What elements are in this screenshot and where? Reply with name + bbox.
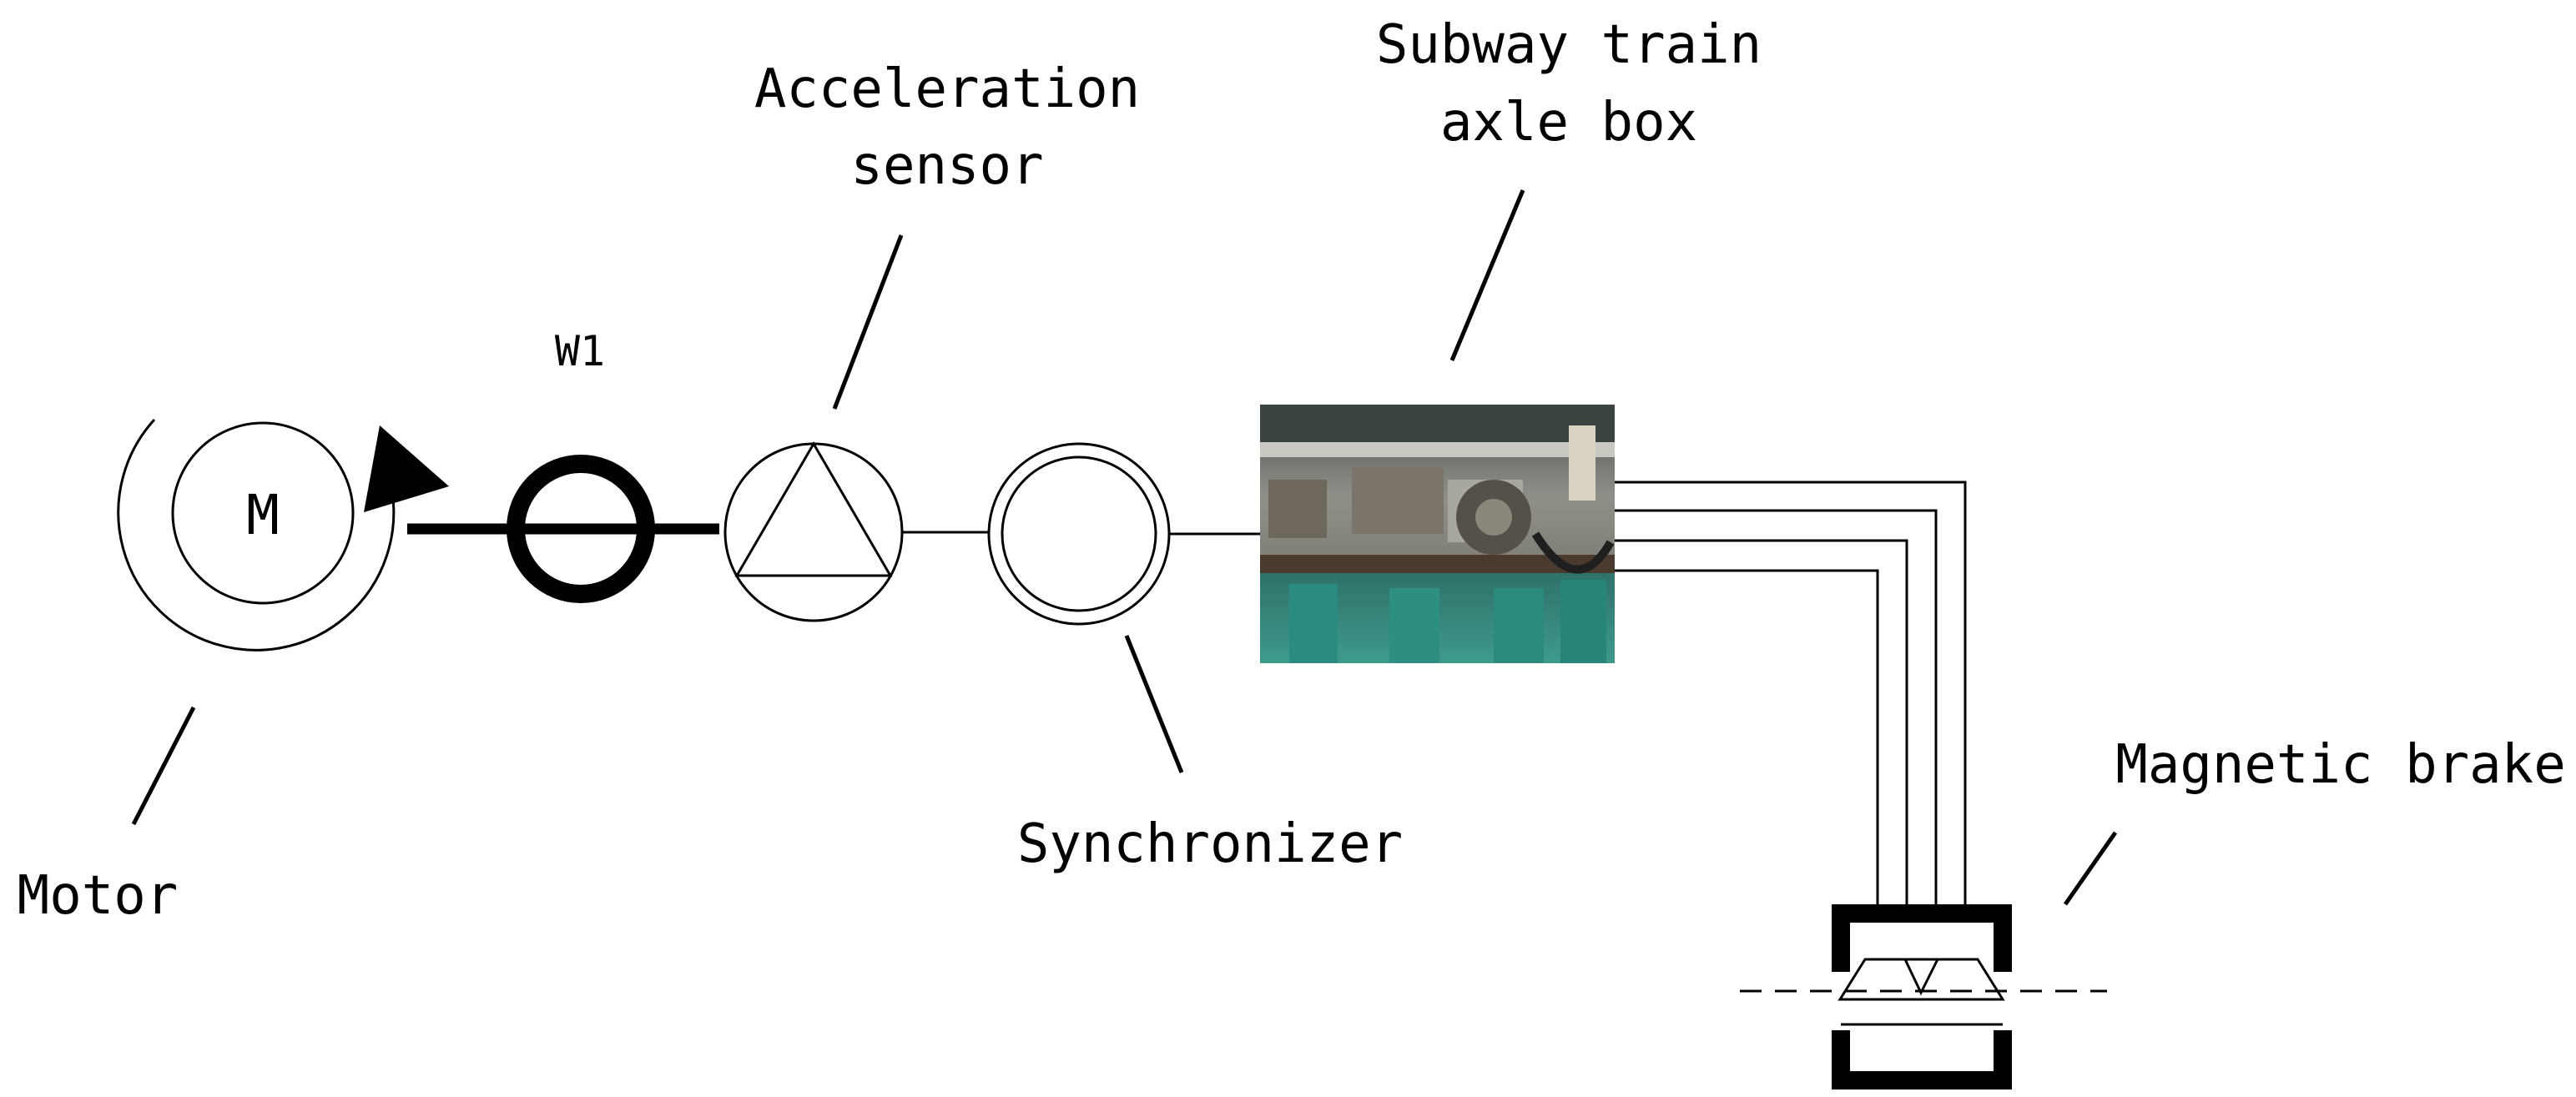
coupling-label: W1 (555, 327, 605, 375)
motor-label: Motor (18, 865, 179, 927)
synchronizer-label: Synchronizer (1017, 813, 1403, 875)
brake-upper-jaw (1832, 904, 2012, 972)
synchronizer-label-leader (1124, 635, 1184, 773)
magnetic-brake (1740, 904, 2107, 1089)
motor: M (117, 418, 449, 652)
sensor-label-line1: Acceleration (754, 58, 1140, 120)
motor-label-leader (131, 706, 196, 826)
sensor-circle (723, 442, 904, 622)
brake-label-leader (2063, 831, 2118, 906)
brake-notch (1903, 958, 1940, 996)
axle-box-photo (1260, 405, 1615, 663)
acceleration-sensor (723, 441, 904, 622)
rotation-arrowhead (364, 425, 449, 512)
synchronizer (987, 442, 1171, 626)
synchronizer-inner-circle (1001, 455, 1157, 612)
brake-label: Magnetic brake (2115, 734, 2565, 796)
coupling-ring (507, 455, 655, 603)
axle-box-label-line2: axle box (1440, 92, 1697, 153)
brake-lower-jaw (1832, 1030, 2012, 1089)
sensor-triangle (734, 441, 893, 577)
motor-rotation-arc (117, 418, 396, 652)
motor-circle (171, 421, 355, 605)
axle-box-label-line1: Subway train (1376, 14, 1762, 76)
motor-symbol: M (246, 483, 280, 547)
sensor-label-line2: sensor (850, 135, 1043, 197)
sensor-label-leader (832, 234, 904, 410)
synchronizer-outer-circle (987, 442, 1171, 626)
axle-box-label-leader (1449, 189, 1525, 361)
brake-cables (1615, 481, 1967, 913)
